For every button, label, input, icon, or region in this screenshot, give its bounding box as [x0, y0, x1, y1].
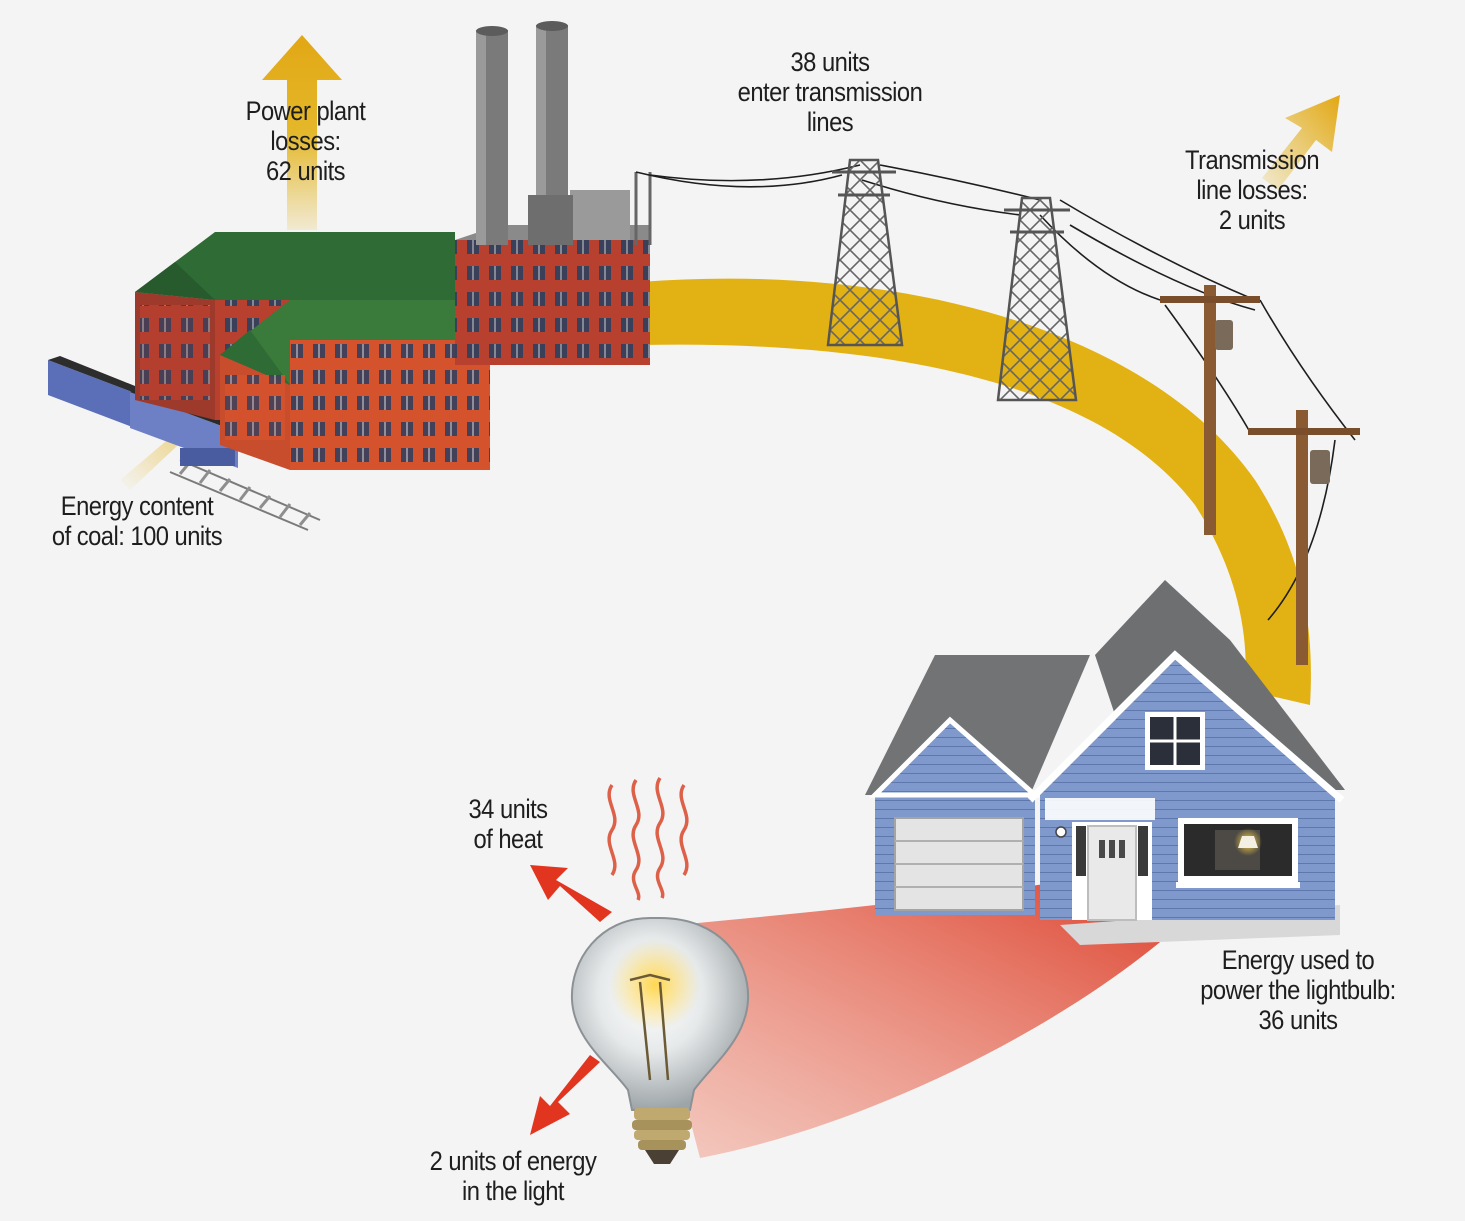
enter-transmission-line-2: enter transmission	[737, 77, 923, 107]
lightbulb	[570, 917, 750, 1164]
power-plant	[135, 21, 652, 470]
transmission-losses-line-3: 2 units	[1218, 205, 1286, 235]
transmission-losses-arrow	[1262, 95, 1340, 190]
utility-pole-1	[1160, 285, 1260, 535]
enter-transmission-label: 38 units enter transmission lines	[724, 47, 935, 137]
lightbulb-energy-line-3: 36 units	[1258, 1005, 1338, 1035]
power-plant-losses-line-3: 62 units	[265, 156, 346, 186]
power-plant-losses-arrow	[262, 35, 342, 230]
coal-energy-line-1: Energy content	[60, 491, 214, 521]
coal-train	[48, 356, 238, 468]
power-plant-losses-line-2: losses:	[270, 126, 341, 156]
transmission-tower-1	[826, 158, 904, 347]
heat-label: 34 units of heat	[455, 794, 561, 854]
utility-pole-2	[1248, 410, 1360, 665]
heat-waves	[607, 777, 689, 901]
coal-energy-label: Energy content of coal: 100 units	[36, 491, 238, 551]
lightbulb-energy-line-2: power the lightbulb:	[1200, 975, 1396, 1005]
house	[865, 580, 1345, 945]
heat-line-2: of heat	[473, 824, 543, 854]
light-line-2: in the light	[462, 1176, 565, 1206]
coal-energy-line-2: of coal: 100 units	[51, 521, 223, 551]
transmission-losses-line-1: Transmission	[1184, 145, 1320, 175]
lightbulb-energy-line-1: Energy used to	[1221, 945, 1375, 975]
heat-arrow	[530, 865, 612, 922]
power-plant-losses-line-1: Power plant	[245, 96, 366, 126]
light-arrow	[530, 1055, 600, 1135]
energy-flow-band	[640, 278, 1311, 705]
enter-transmission-line-3: lines	[806, 107, 854, 137]
transmission-losses-label: Transmission line losses: 2 units	[1173, 145, 1331, 235]
transmission-losses-line-2: line losses:	[1196, 175, 1308, 205]
enter-transmission-line-1: 38 units	[790, 47, 870, 77]
lightbulb-energy-label: Energy used to power the lightbulb: 36 u…	[1184, 945, 1413, 1035]
power-plant-losses-label: Power plant losses: 62 units	[229, 96, 383, 186]
light-line-1: 2 units of energy	[429, 1146, 597, 1176]
transmission-tower-2	[996, 196, 1078, 402]
heat-line-1: 34 units	[468, 794, 548, 824]
light-label: 2 units of energy in the light	[415, 1146, 610, 1206]
